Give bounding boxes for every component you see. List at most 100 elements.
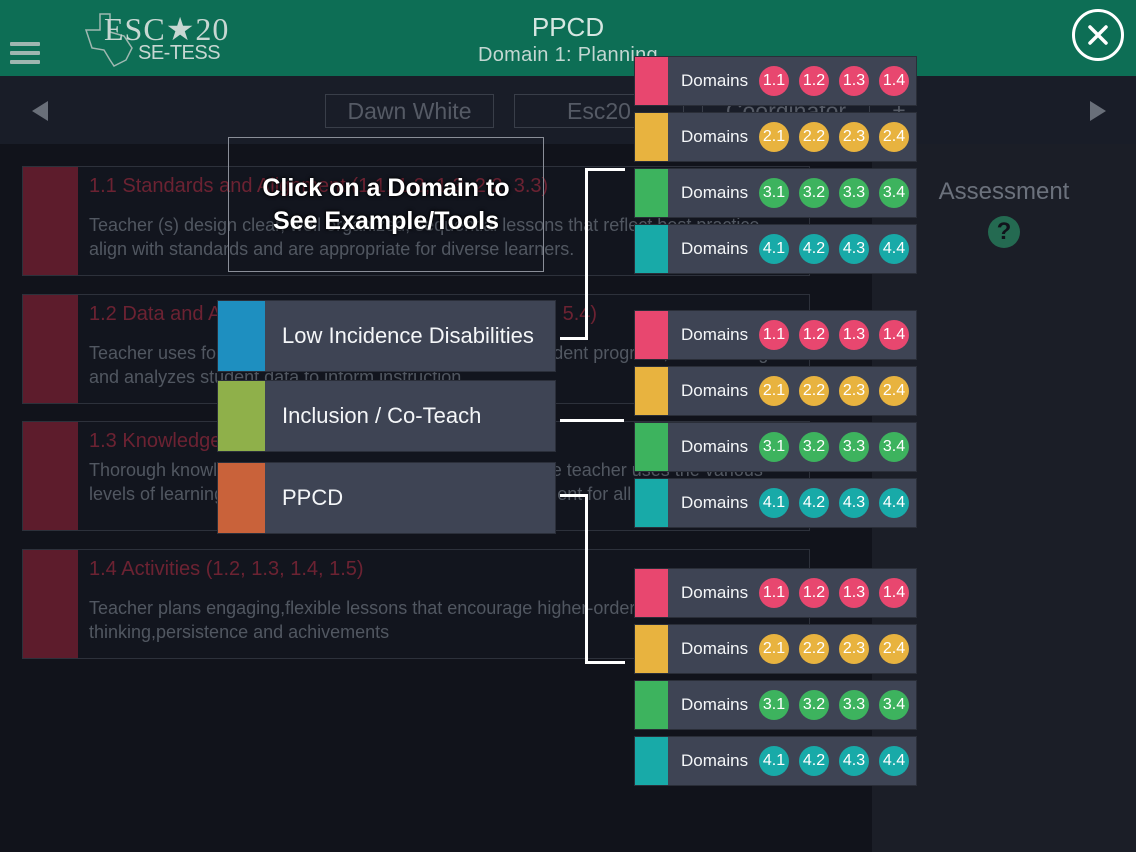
page-subtitle: Domain 1: Planning [478, 44, 658, 66]
domain-number-button[interactable]: 4.1 [759, 488, 789, 518]
program-label: Low Incidence Disabilities [282, 323, 534, 348]
domain-row-label: Domains [681, 127, 749, 146]
domain-number-button[interactable]: 1.1 [759, 578, 789, 608]
domain-number-button[interactable]: 4.2 [799, 746, 829, 776]
domain-number-button[interactable]: 3.1 [759, 432, 789, 462]
card-stripe [23, 295, 78, 403]
domain-number-button[interactable]: 4.2 [799, 488, 829, 518]
card-title: 1.4 Activities (1.2, 1.3, 1.4, 1.5) [89, 558, 364, 580]
domain-number-button[interactable]: 4.3 [839, 234, 869, 264]
domain-number-button[interactable]: 3.2 [799, 178, 829, 208]
domain-number-button[interactable]: 4.2 [799, 234, 829, 264]
domain-number-button[interactable]: 3.4 [879, 432, 909, 462]
connector-line [585, 661, 625, 664]
domain-number-button[interactable]: 2.3 [839, 122, 869, 152]
domain-number-button[interactable]: 4.3 [839, 746, 869, 776]
domain-number-button[interactable]: 2.1 [759, 376, 789, 406]
domain-number-button[interactable]: 1.2 [799, 320, 829, 350]
domain-number-button[interactable]: 2.1 [759, 634, 789, 664]
domain-number-button[interactable]: 3.2 [799, 432, 829, 462]
program-low-incidence[interactable]: Low Incidence Disabilities [217, 300, 556, 372]
arrow-left-icon[interactable] [32, 101, 48, 121]
domain-number-button[interactable]: 2.4 [879, 376, 909, 406]
connector-line [585, 168, 588, 340]
domain-number-button[interactable]: 4.1 [759, 234, 789, 264]
domain-color-swatch [635, 367, 668, 415]
domain-row-label: Domains [681, 325, 749, 344]
program-color-swatch [218, 381, 265, 451]
domain-number-button[interactable]: 1.3 [839, 578, 869, 608]
program-color-swatch [218, 301, 265, 371]
domain-number-button[interactable]: 2.4 [879, 122, 909, 152]
domain-row[interactable]: Domains 3.1 3.2 3.3 3.4 [634, 680, 917, 730]
assessment-label: Assessment [938, 178, 1070, 205]
domain-color-swatch [635, 569, 668, 617]
domain-color-swatch [635, 225, 668, 273]
domain-number-button[interactable]: 2.1 [759, 122, 789, 152]
domain-number-button[interactable]: 1.1 [759, 320, 789, 350]
domain-color-swatch [635, 479, 668, 527]
domain-number-button[interactable]: 3.2 [799, 690, 829, 720]
domain-number-button[interactable]: 1.3 [839, 66, 869, 96]
domain-number-button[interactable]: 1.2 [799, 578, 829, 608]
domain-color-swatch [635, 423, 668, 471]
domain-number-button[interactable]: 1.4 [879, 320, 909, 350]
domain-number-button[interactable]: 4.3 [839, 488, 869, 518]
domain-color-swatch [635, 737, 668, 785]
domain-number-button[interactable]: 1.3 [839, 320, 869, 350]
program-color-swatch [218, 463, 265, 533]
esc20-logo [80, 8, 240, 70]
close-icon[interactable] [1072, 9, 1124, 61]
domain-row[interactable]: Domains 1.1 1.2 1.3 1.4 [634, 310, 917, 360]
domain-number-button[interactable]: 4.1 [759, 746, 789, 776]
hamburger-icon[interactable] [10, 42, 40, 66]
program-inclusion[interactable]: Inclusion / Co-Teach [217, 380, 556, 452]
domain-number-button[interactable]: 2.4 [879, 634, 909, 664]
domain-row[interactable]: Domains 2.1 2.2 2.3 2.4 [634, 112, 917, 162]
domain-number-button[interactable]: 2.3 [839, 634, 869, 664]
domain-number-button[interactable]: 3.1 [759, 178, 789, 208]
domain-number-button[interactable]: 3.4 [879, 178, 909, 208]
card-stripe [23, 550, 78, 658]
domain-row[interactable]: Domains 1.1 1.2 1.3 1.4 [634, 56, 917, 106]
domain-color-swatch [635, 57, 668, 105]
user-select[interactable]: Dawn White [325, 94, 494, 128]
domain-color-swatch [635, 311, 668, 359]
program-label: Inclusion / Co-Teach [282, 403, 482, 428]
connector-line [560, 494, 587, 497]
domain-number-button[interactable]: 1.4 [879, 578, 909, 608]
domain-number-button[interactable]: 2.2 [799, 376, 829, 406]
domain-number-button[interactable]: 2.2 [799, 634, 829, 664]
domain-row-label: Domains [681, 71, 749, 90]
domain-number-button[interactable]: 4.4 [879, 488, 909, 518]
callout-box [228, 137, 544, 272]
program-ppcd[interactable]: PPCD [217, 462, 556, 534]
domain-number-button[interactable]: 3.3 [839, 690, 869, 720]
help-icon[interactable]: ? [988, 216, 1020, 248]
domain-number-button[interactable]: 1.2 [799, 66, 829, 96]
domain-number-button[interactable]: 2.2 [799, 122, 829, 152]
domain-number-button[interactable]: 3.4 [879, 690, 909, 720]
domain-row-label: Domains [681, 239, 749, 258]
domain-number-button[interactable]: 3.1 [759, 690, 789, 720]
domain-row[interactable]: Domains 4.1 4.2 4.3 4.4 [634, 224, 917, 274]
connector-line [585, 494, 588, 664]
domain-number-button[interactable]: 4.4 [879, 234, 909, 264]
domain-number-button[interactable]: 2.3 [839, 376, 869, 406]
domain-number-button[interactable]: 1.1 [759, 66, 789, 96]
arrow-right-icon[interactable] [1090, 101, 1106, 121]
domain-number-button[interactable]: 3.3 [839, 432, 869, 462]
domain-number-button[interactable]: 4.4 [879, 746, 909, 776]
callout-line-1: Click on a Domain to [262, 174, 510, 202]
domain-number-button[interactable]: 1.4 [879, 66, 909, 96]
logo-sub-text: SE-TESS [138, 42, 221, 64]
domain-number-button[interactable]: 3.3 [839, 178, 869, 208]
domain-row-label: Domains [681, 695, 749, 714]
